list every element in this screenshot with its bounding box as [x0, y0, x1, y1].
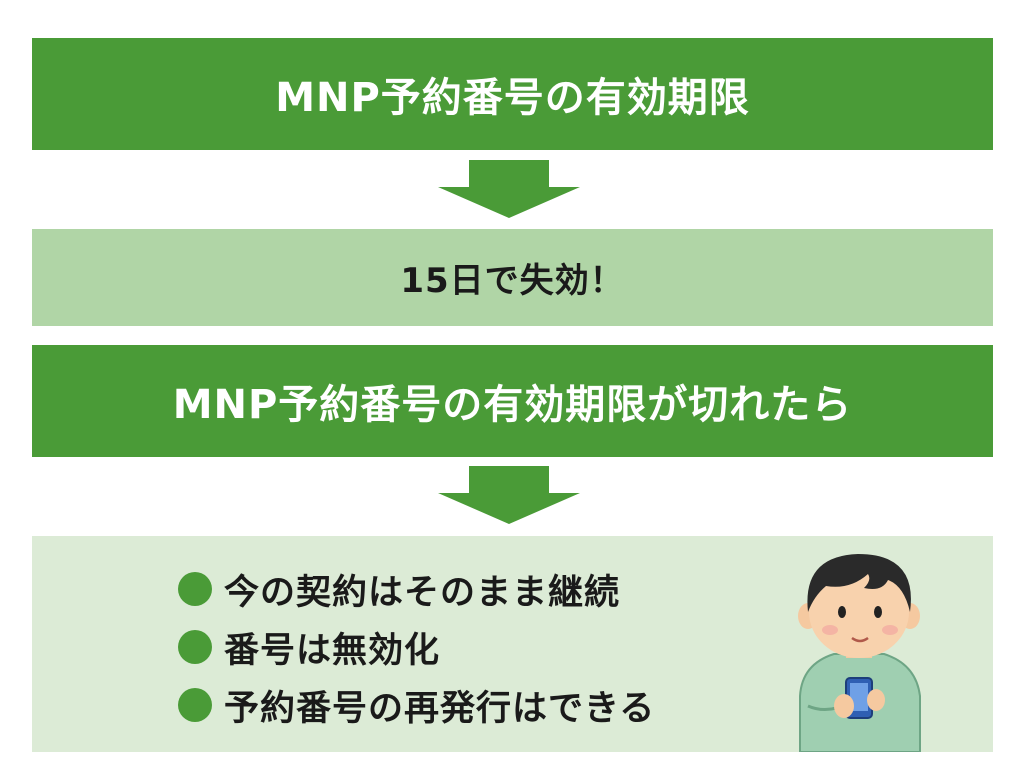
list-item-text: 予約番号の再発行はできる [224, 688, 656, 729]
expiry-notice-banner: 15日で失効！ [32, 229, 993, 326]
consequences-list: 今の契約はそのまま継続 番号は無効化 予約番号の再発行はできる [178, 560, 655, 734]
title-text: MNP予約番号の有効期限 [275, 75, 750, 121]
expired-banner: MNP予約番号の有効期限が切れたら [32, 345, 993, 457]
bullet-dot-icon [178, 688, 212, 722]
list-item: 予約番号の再発行はできる [178, 676, 655, 734]
expired-text: MNP予約番号の有効期限が切れたら [172, 382, 853, 428]
bullet-dot-icon [178, 630, 212, 664]
consequences-panel: 今の契約はそのまま継続 番号は無効化 予約番号の再発行はできる [32, 536, 993, 752]
title-banner: MNP予約番号の有効期限 [32, 38, 993, 150]
expiry-notice-text: 15日で失効！ [400, 261, 625, 301]
down-arrow-icon [438, 466, 580, 524]
bullet-dot-icon [178, 572, 212, 606]
list-item: 番号は無効化 [178, 618, 655, 676]
list-item-text: 今の契約はそのまま継続 [224, 572, 621, 613]
list-item: 今の契約はそのまま継続 [178, 560, 655, 618]
man-with-smartphone-illustration [798, 554, 921, 752]
down-arrow-icon [438, 160, 580, 218]
list-item-text: 番号は無効化 [224, 630, 441, 671]
